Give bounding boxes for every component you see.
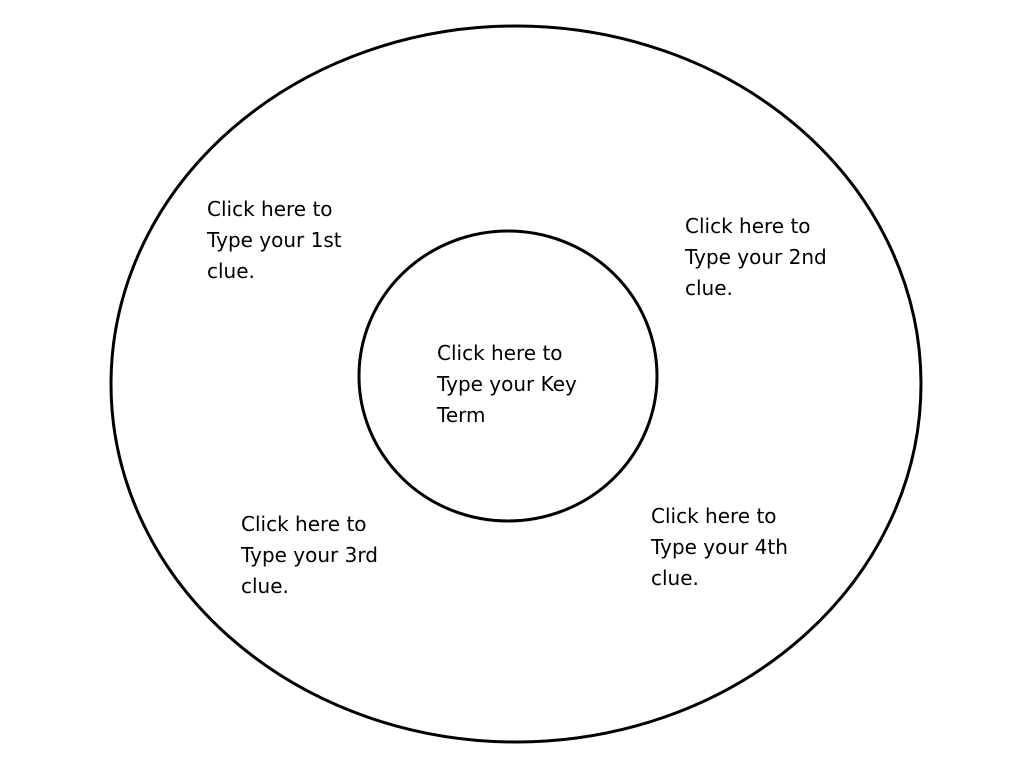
clue-4-text-box[interactable]: Click here to Type your 4th clue. <box>651 504 788 590</box>
inner-circle <box>357 229 659 523</box>
key-term-text-box[interactable]: Click here to Type your Key Term <box>437 341 577 427</box>
outer-circle <box>109 24 923 744</box>
clue-1-text-box[interactable]: Click here to Type your 1st clue. <box>207 197 342 283</box>
clue-3-text-box[interactable]: Click here to Type your 3rd clue. <box>241 512 378 598</box>
clue-2-text-box[interactable]: Click here to Type your 2nd clue. <box>685 214 827 300</box>
